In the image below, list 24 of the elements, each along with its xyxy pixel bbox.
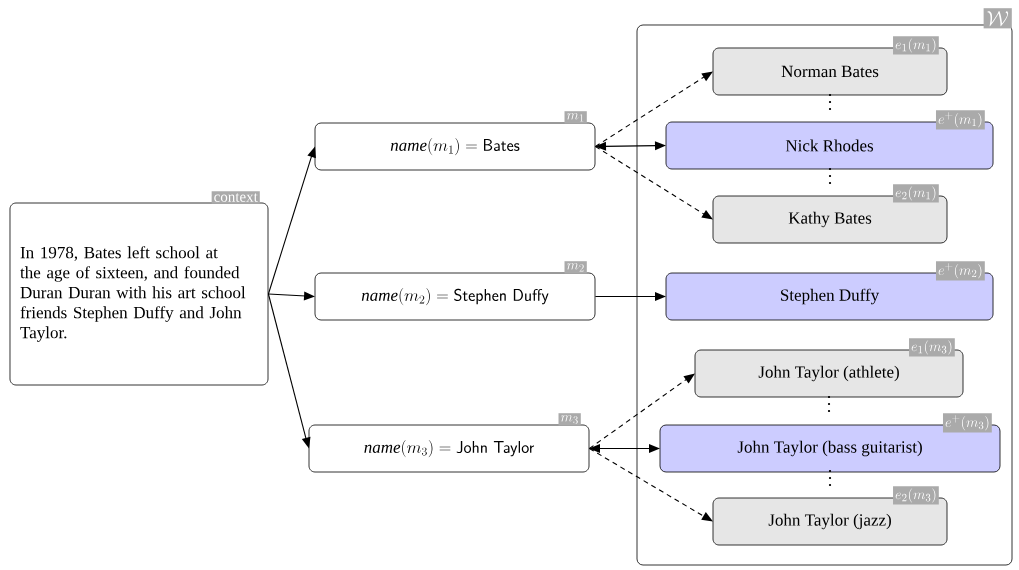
arrow bbox=[588, 447, 713, 522]
context-box: In 1978, Bates left school at the age of sixteen, and founded Duran Duran with his art school friends Stephen Duffy and John Taylor. bbox=[9, 202, 269, 386]
mention-box: $\mathit{name}(m_1) = \textsf{Bates}$ bbox=[314, 122, 596, 171]
arrow bbox=[595, 141, 666, 151]
tag-label: $e_2(m_1)$ bbox=[893, 184, 939, 203]
arrow bbox=[267, 293, 311, 449]
tag-label: context bbox=[211, 191, 260, 204]
arrow bbox=[594, 145, 713, 220]
tag-label: $e_1(m_3)$ bbox=[909, 338, 955, 357]
mention-box: $\mathit{name}(m_2) = \textsf{Stephen Duffy}$ bbox=[314, 272, 596, 321]
arrow bbox=[594, 71, 713, 148]
arrow bbox=[594, 292, 666, 301]
tag-label: $m_2$ bbox=[564, 261, 587, 274]
tag-label: $e_2(m_3)$ bbox=[893, 486, 939, 505]
tag-label: $m_3$ bbox=[558, 413, 581, 426]
tag-label: $\mathcal{W}$ bbox=[983, 8, 1012, 29]
arrow bbox=[588, 373, 695, 450]
arrow bbox=[267, 291, 315, 301]
tag-label: $e_1(m_1)$ bbox=[893, 36, 939, 55]
tag-label: $m_1$ bbox=[564, 111, 587, 124]
tag-label: $e^+(m_3)$ bbox=[943, 413, 992, 433]
arrow bbox=[589, 444, 660, 453]
mention-box: $\mathit{name}(m_3) = \textsf{John Taylor}$ bbox=[308, 424, 590, 473]
arrow bbox=[267, 146, 316, 295]
